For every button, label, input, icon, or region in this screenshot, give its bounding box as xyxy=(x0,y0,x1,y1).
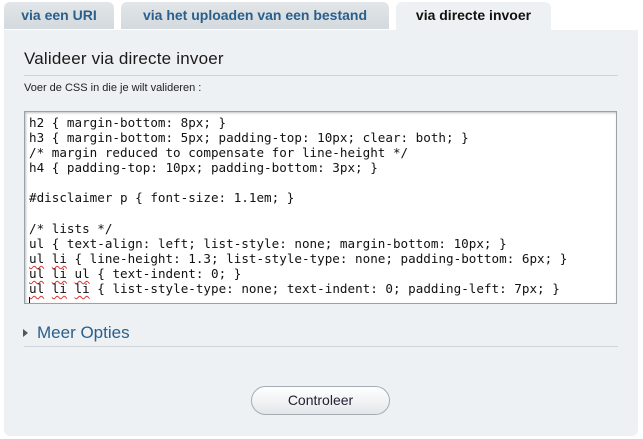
input-hint: Voer de CSS in die je wilt valideren : xyxy=(24,82,202,94)
css-line: /* lists */ xyxy=(29,220,113,236)
title-divider xyxy=(24,75,618,76)
tab-via-direct-input[interactable]: via directe invoer xyxy=(396,2,551,32)
tab-via-uri[interactable]: via een URI xyxy=(4,2,114,29)
more-options-label: Meer Opties xyxy=(37,323,130,342)
css-line xyxy=(29,175,612,190)
more-options-toggle[interactable]: Meer Opties xyxy=(23,323,130,343)
tab-bar: via een URI via het uploaden van een bes… xyxy=(0,0,643,32)
css-line: h4 { padding-top: 10px; padding-bottom: … xyxy=(29,160,378,176)
disclosure-triangle-icon xyxy=(23,329,28,337)
css-line: ul li li { list-style-type: none; text-i… xyxy=(29,281,560,297)
css-line: ul li ul { text-indent: 0; } xyxy=(29,265,242,281)
check-button[interactable]: Controleer xyxy=(251,386,390,415)
css-line xyxy=(29,206,612,221)
direct-input-panel: Valideer via directe invoer Voer de CSS … xyxy=(4,30,638,436)
css-line: ul { text-align: left; list-style: none;… xyxy=(29,235,507,251)
tab-via-upload[interactable]: via het uploaden van een bestand xyxy=(121,2,389,29)
panel-title: Valideer via directe invoer xyxy=(24,49,224,68)
css-line: /* margin reduced to compensate for line… xyxy=(29,145,409,161)
css-line: ul li { line-height: 1.3; list-style-typ… xyxy=(29,250,568,266)
css-textarea[interactable]: h2 { margin-bottom: 8px; }h3 { margin-bo… xyxy=(24,111,617,304)
css-line: h3 { margin-bottom: 5px; padding-top: 10… xyxy=(29,130,469,146)
css-line: h2 { margin-bottom: 8px; } xyxy=(29,115,227,130)
text-caret xyxy=(29,297,30,303)
more-options-divider xyxy=(24,346,618,347)
css-line: #disclaimer p { font-size: 1.1em; } xyxy=(29,190,295,206)
